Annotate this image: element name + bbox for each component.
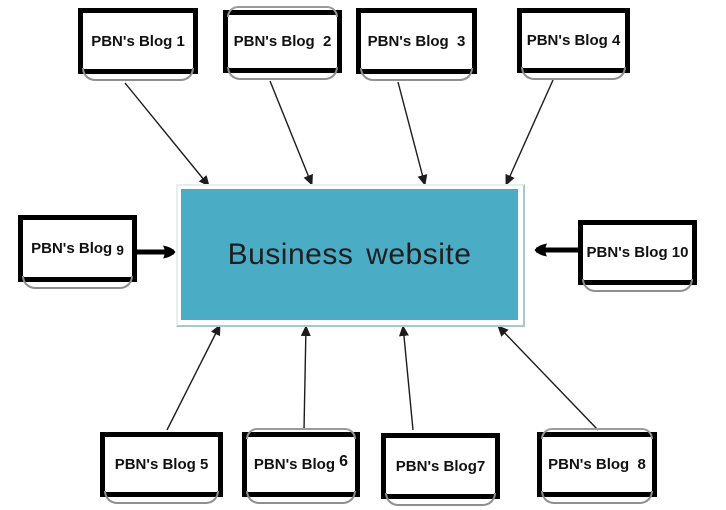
blog-label-2: PBN's Blog 2 <box>234 33 332 50</box>
arrow-blog2-to-website <box>269 80 313 186</box>
blog-7-number: 7 <box>476 457 486 475</box>
blog-9-number: 9 <box>116 243 124 258</box>
blog-5-number: 5 <box>199 456 209 473</box>
blog-label-5: PBN's Blog 5 <box>115 456 209 473</box>
blog-label-4: PBN's Blog 4 <box>527 32 621 49</box>
blog-label-7: PBN's Blog7 <box>396 458 485 475</box>
blog-4-number: 4 <box>611 32 621 49</box>
blog-label-1: PBN's Blog 1 <box>91 33 185 50</box>
blog-box-3: PBN's Blog 3 <box>356 8 477 81</box>
blog-box-10: PBN's Blog 10 <box>578 220 697 292</box>
blog-box-1: PBN's Blog 1 <box>78 8 198 81</box>
blog-3-text: PBN's Blog <box>367 32 458 50</box>
blog-box-7: PBN's Blog7 <box>381 433 500 506</box>
blog-label-6: PBN's Blog 6 <box>253 452 349 474</box>
blog-9-text: PBN's Blog <box>31 240 117 257</box>
blog-3-number: 3 <box>457 32 466 50</box>
blog-1-number: 1 <box>176 32 185 50</box>
blog-1-text: PBN's Blog <box>91 32 177 50</box>
business-website-box: Business website <box>181 189 518 320</box>
blog-8-number: 8 <box>637 456 646 473</box>
blog-10-text: PBN's Blog <box>586 244 672 261</box>
arrow-blog4-to-website <box>505 79 554 186</box>
arrow-blog5-to-website <box>166 324 221 431</box>
blog-10-number: 10 <box>671 244 689 261</box>
blog-label-9: PBN's Blog 9 <box>31 240 124 258</box>
blog-box-5: PBN's Blog 5 <box>100 432 223 504</box>
business-website-label: Business website <box>227 237 472 271</box>
arrow-blog6-to-website <box>300 325 311 431</box>
blog-8-text: PBN's Blog <box>548 456 638 473</box>
blog-5-text: PBN's Blog <box>114 456 200 473</box>
arrow-blog3-to-website <box>397 81 428 186</box>
blog-box-6: PBN's Blog 6 <box>242 428 360 504</box>
blog-box-8: PBN's Blog 8 <box>537 428 657 504</box>
arrow-blog8-to-website <box>497 325 599 431</box>
arrow-blog7-to-website <box>398 325 414 431</box>
business-website-frame: Business website <box>176 184 525 327</box>
blog-box-9: PBN's Blog 9 <box>18 215 137 289</box>
blog-box-4: PBN's Blog 4 <box>517 8 630 80</box>
blog-box-2: PBN's Blog 2 <box>223 6 342 80</box>
blog-6-text: PBN's Blog <box>253 455 340 473</box>
blog-2-number: 2 <box>323 33 332 50</box>
blog-label-8: PBN's Blog 8 <box>548 456 646 473</box>
arrow-blog1-to-website <box>124 82 210 187</box>
blog-7-text: PBN's Blog <box>395 457 477 475</box>
blog-label-3: PBN's Blog 3 <box>368 33 466 50</box>
blog-label-10: PBN's Blog 10 <box>587 244 689 261</box>
blog-6-number: 6 <box>339 452 349 470</box>
blog-2-text: PBN's Blog <box>233 33 324 50</box>
blog-4-text: PBN's Blog <box>526 32 612 49</box>
